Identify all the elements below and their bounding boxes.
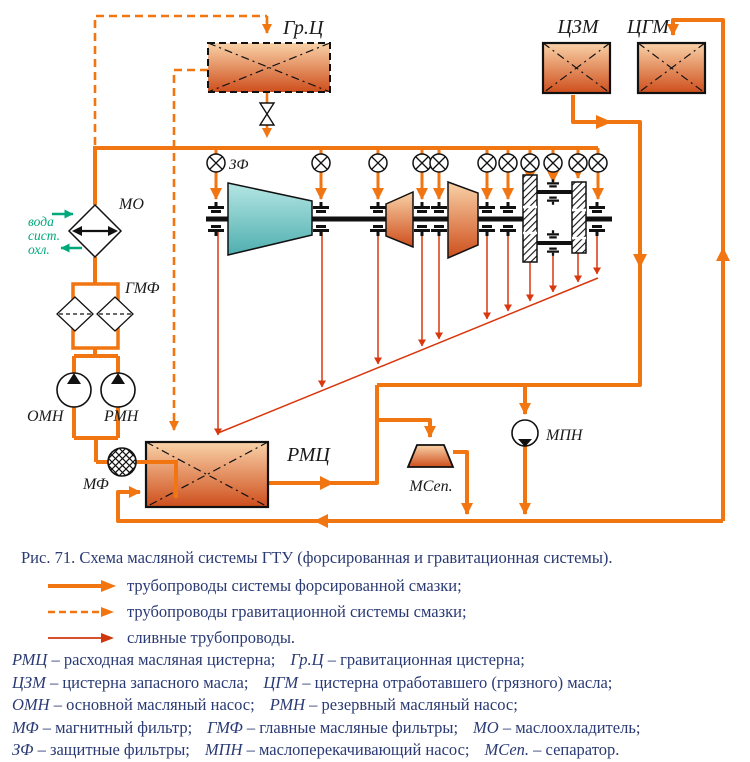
- legend-label-drain: сливные трубопроводы.: [127, 628, 296, 647]
- transfer-pump-label: МПН: [545, 427, 584, 444]
- abbrev-row: МФ – магнитный фильтр; ГМФ – главные масл…: [12, 717, 747, 740]
- legend-row-forced: трубопроводы системы форсированной смазк…: [46, 573, 467, 599]
- flow-arrows: [314, 115, 730, 528]
- power-turbine: [447, 180, 479, 260]
- abbrev-def: – сепаратор.: [533, 740, 620, 760]
- gravity-tank-label: Гр.Ц: [282, 17, 325, 39]
- abbrev-row: ЗФ – защитные фильтры; МПН – маслоперекач…: [12, 739, 747, 762]
- abbrev-def: – основной масляный насос;: [53, 695, 255, 715]
- main-pump-label: ОМН: [27, 408, 65, 425]
- main-oil-pump-omn: ОМН: [27, 372, 92, 425]
- forced-pipelines: [72, 18, 725, 523]
- main-oil-filters-gmf: ГМФ: [56, 280, 160, 350]
- oil-cooler-mo: вода сист. охл. МО: [28, 196, 144, 259]
- abbrev-def: – гравитационная цистерна;: [327, 650, 525, 669]
- abbrev-def: – цистерна запасного масла;: [49, 672, 249, 692]
- abbrev-term: Гр.Ц: [290, 650, 324, 669]
- magnetic-filter-mf: МФ: [82, 447, 137, 493]
- water-label-1: вода: [28, 214, 54, 229]
- abbrev-term: РМЦ: [12, 650, 48, 669]
- protective-filters-zf: ЗФ: [206, 153, 608, 173]
- legend-row-drain: сливные трубопроводы.: [46, 625, 467, 651]
- drain-pipelines: [214, 232, 601, 436]
- abbrev-def: – маслоохладитель;: [502, 717, 641, 737]
- abbrev-row: РМЦ – расходная масляная цистерна; Гр.Ц –…: [12, 649, 747, 672]
- water-label-2: сист.: [28, 228, 60, 243]
- abbrev-term: МФ: [12, 717, 39, 737]
- figure-caption: Рис. 71. Схема масляной системы ГТУ (фор…: [21, 548, 613, 567]
- abbreviation-list: РМЦ – расходная масляная цистерна; Гр.Ц –…: [12, 649, 747, 762]
- dirty-oil-tank-label: ЦГМ: [626, 16, 670, 38]
- magnetic-filter-label: МФ: [82, 476, 109, 493]
- gearbox: [522, 174, 587, 263]
- abbrev-term: МПН: [204, 740, 243, 760]
- abbrev-def: – магнитный фильтр;: [42, 717, 193, 737]
- abbrev-def: – главные масляные фильтры;: [246, 717, 459, 737]
- protective-filter-label: ЗФ: [229, 157, 249, 173]
- abbrev-def: – цистерна отработавшего (грязного) масл…: [302, 672, 613, 692]
- abbrev-row: ЦЗМ – цистерна запасного масла; ЦГМ – цис…: [12, 672, 747, 695]
- separator-label: МСеп.: [408, 478, 452, 495]
- reserve-pump-label: РМН: [103, 408, 140, 425]
- abbrev-term: ЦГМ: [263, 672, 299, 692]
- suction-dip-pipe: [136, 460, 178, 498]
- water-label-3: охл.: [28, 242, 50, 257]
- transfer-pump-mpn: МПН: [511, 419, 584, 447]
- hp-turbine: [385, 190, 414, 249]
- oil-cooler-label: МО: [118, 196, 144, 213]
- dashed-arrow-icon: [48, 607, 114, 617]
- dirty-oil-tank-cgm: ЦГМ: [626, 16, 707, 95]
- legend-label-gravity: трубопроводы гравитационной системы смаз…: [127, 602, 467, 621]
- service-tank-label: РМЦ: [286, 444, 331, 466]
- main-filters-label: ГМФ: [124, 280, 160, 297]
- service-tank-rmc: РМЦ: [136, 440, 331, 509]
- legend-label-forced: трубопроводы системы форсированной смазк…: [127, 576, 462, 595]
- abbrev-term: ЦЗМ: [12, 672, 46, 692]
- compressor: [227, 182, 313, 256]
- abbrev-def: – маслоперекачивающий насос;: [246, 740, 470, 760]
- reserve-oil-tank-label: ЦЗМ: [556, 16, 599, 38]
- abbrev-term: ОМН: [12, 695, 50, 715]
- solid-thin-red-arrow-icon: [48, 633, 114, 643]
- gravity-tank: Гр.Ц: [207, 17, 331, 93]
- abbrev-term: ЗФ: [12, 740, 34, 760]
- abbrev-term: МСеп.: [484, 740, 530, 760]
- reserve-oil-tank-czm: ЦЗМ: [541, 16, 612, 95]
- legend: трубопроводы системы форсированной смазк…: [46, 573, 467, 651]
- separator-msep: МСеп.: [406, 444, 455, 495]
- abbrev-def: – резервный масляный насос;: [309, 695, 518, 715]
- gravity-pipelines: [93, 14, 272, 431]
- abbrev-term: РМН: [269, 695, 306, 715]
- reserve-oil-pump-rmn: РМН: [100, 372, 140, 425]
- abbrev-term: МО: [473, 717, 499, 737]
- oil-system-diagram: Гр.Ц ЦЗМ ЦГМ РМЦ: [27, 14, 730, 528]
- legend-row-gravity: трубопроводы гравитационной системы смаз…: [46, 599, 467, 625]
- abbrev-row: ОМН – основной масляный насос; РМН – резе…: [12, 694, 747, 717]
- valve-icon: [258, 102, 276, 126]
- abbrev-term: ГМФ: [207, 717, 243, 737]
- solid-thick-arrow-icon: [48, 580, 116, 592]
- abbrev-def: – защитные фильтры;: [37, 740, 190, 760]
- turbine-train: [206, 174, 612, 263]
- abbrev-def: – расходная масляная цистерна;: [51, 650, 276, 669]
